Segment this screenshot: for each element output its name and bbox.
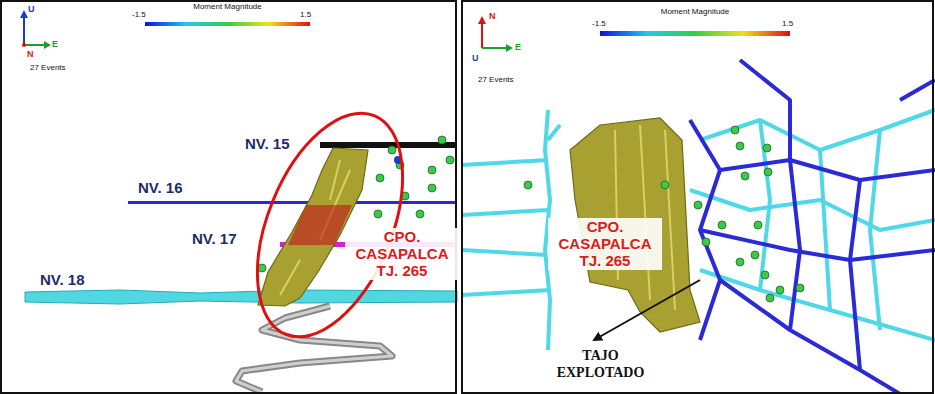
- event-count: 27 Events: [30, 64, 66, 73]
- level-15: [320, 142, 457, 148]
- scale-title: Moment Magnitude: [640, 8, 750, 17]
- mined-stope: [288, 205, 352, 245]
- color-bar: [145, 22, 310, 26]
- scale-value: -1.5: [592, 20, 606, 29]
- ore-body: [258, 148, 368, 306]
- axis-label: N: [489, 12, 496, 21]
- event-count: 27 Events: [478, 76, 514, 85]
- level-16: [128, 201, 457, 204]
- color-bar: [600, 31, 790, 36]
- axis-label: E: [515, 43, 521, 52]
- level-label: NV. 18: [40, 272, 84, 289]
- panel-frame: [462, 1, 933, 393]
- axis-label: E: [52, 40, 58, 49]
- level-label: NV. 16: [138, 180, 182, 197]
- axis-up: [23, 16, 25, 45]
- callout-label: TAJO EXPLOTADO: [548, 348, 653, 382]
- axis-label: U: [472, 54, 479, 63]
- scale-value: 1.5: [300, 11, 311, 20]
- right-panel: [462, 1, 935, 394]
- tunnel-network: [462, 110, 935, 350]
- level-label: NV. 15: [245, 136, 289, 153]
- axis-label: U: [28, 5, 35, 14]
- level-label: NV. 17: [192, 231, 236, 248]
- level-18: [25, 290, 457, 304]
- axis-east: [24, 44, 46, 46]
- highlight-ellipse: [228, 92, 431, 357]
- orebody-label: CPO. CASAPALCA TJ. 265: [345, 228, 459, 280]
- axis-label: N: [27, 50, 34, 59]
- event-dots: [524, 126, 804, 302]
- ramp: [236, 306, 392, 392]
- left-panel: [1, 1, 457, 393]
- leader-arrow: [594, 280, 700, 340]
- scale-value: -1.5: [132, 11, 146, 20]
- orebody-label: CPO. CASAPALCA TJ. 265: [548, 218, 662, 270]
- panel-frame: [1, 1, 456, 393]
- scale-title: Moment Magnitude: [170, 3, 285, 12]
- scale-value: 1.5: [782, 20, 793, 29]
